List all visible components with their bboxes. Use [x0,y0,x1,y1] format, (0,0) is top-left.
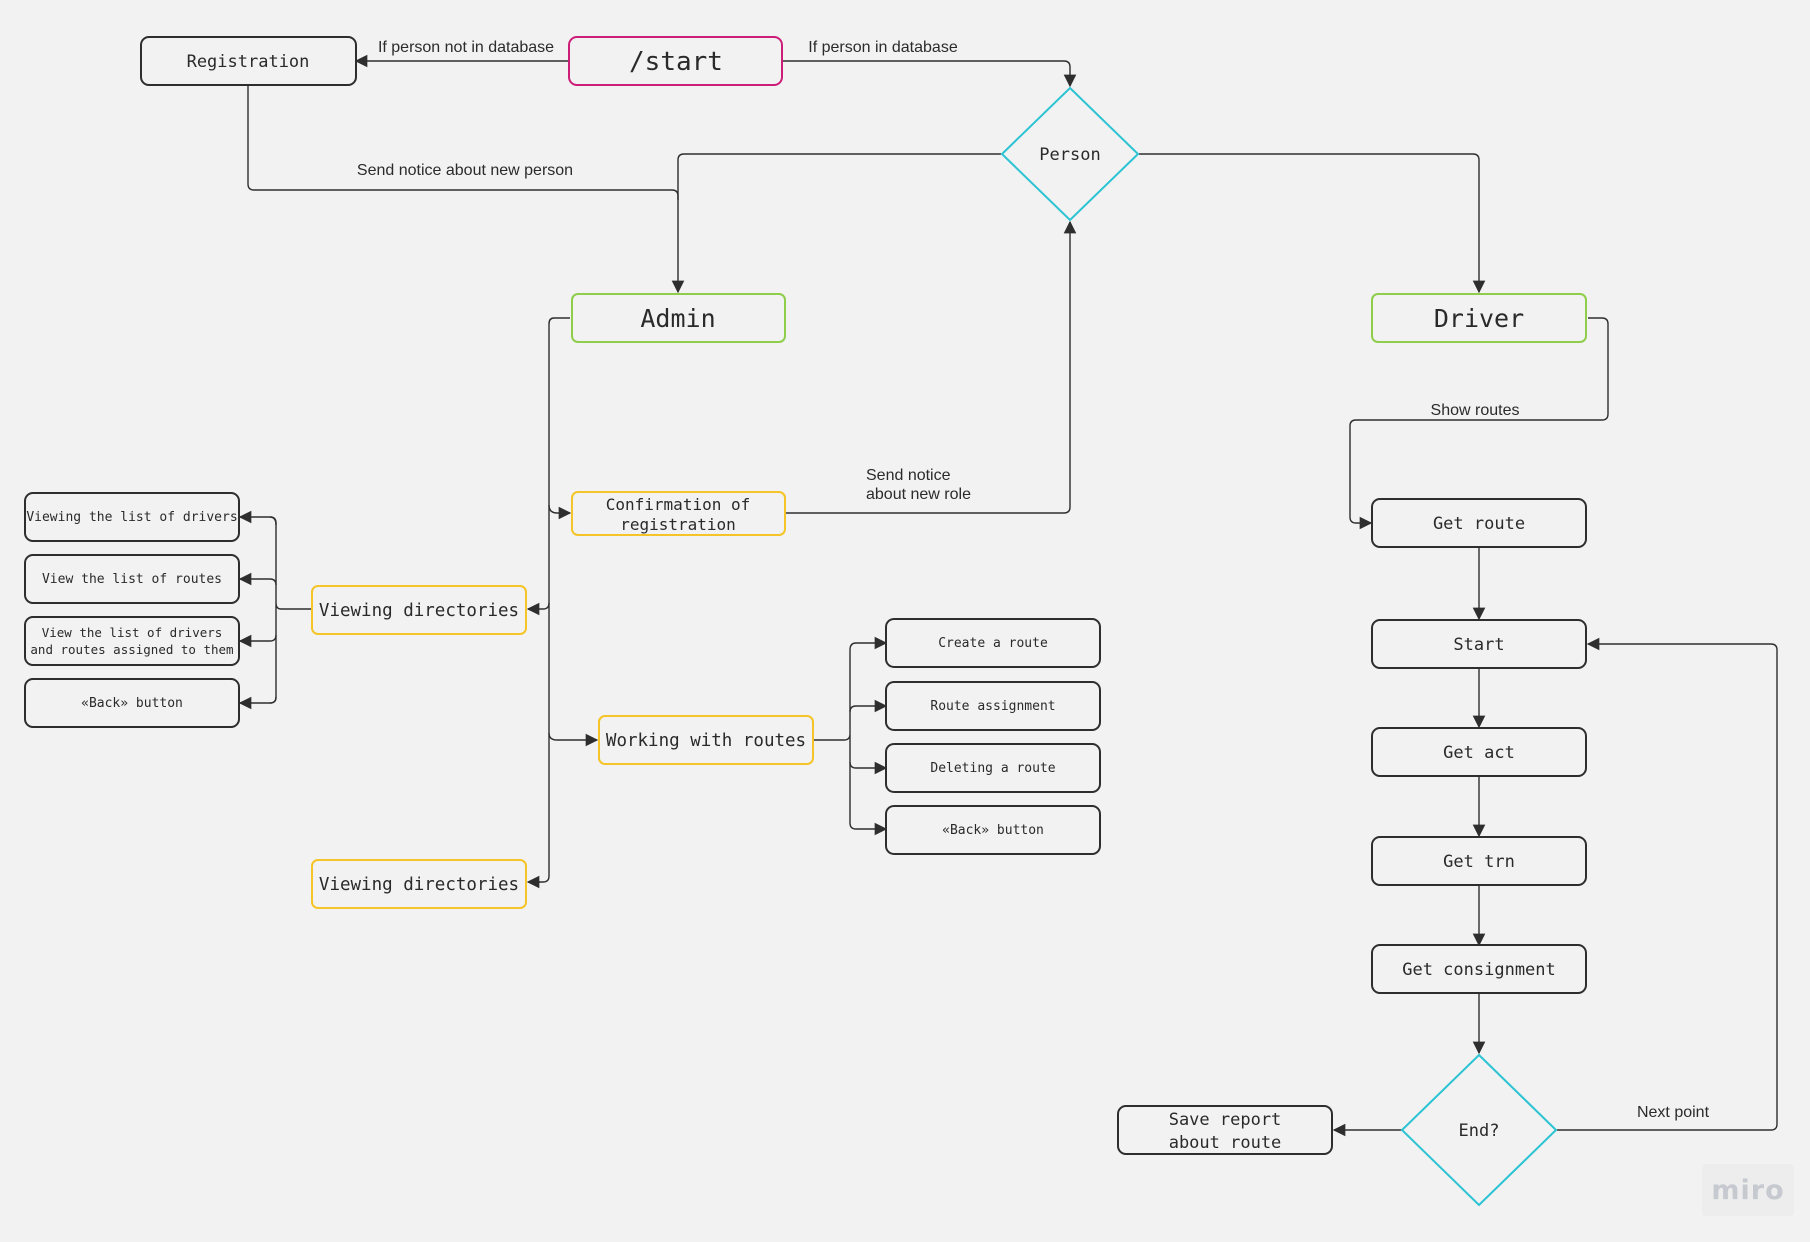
viewing-directories-2-node-label: Viewing directories [319,875,519,895]
edge-admin-to-working-routes [548,732,599,747]
driver-node[interactable]: Driver [1371,293,1587,343]
viewing-directories-2-node[interactable]: Viewing directories [311,859,527,909]
confirmation-node-label-line1: Confirmation of [606,495,751,514]
route-assignment-node[interactable]: Route assignment [885,681,1101,731]
view-drivers-routes-node-label-line2: and routes assigned to them [30,642,233,657]
driver-node-label: Driver [1434,304,1524,333]
label-in-database: If person in database [808,39,958,56]
get-consignment-node[interactable]: Get consignment [1371,944,1587,994]
edge-admin-to-viewing-directories [526,602,550,616]
working-with-routes-node-label: Working with routes [606,731,806,751]
label-next-point: Next point [1637,1104,1710,1121]
person-decision[interactable]: Person [1000,86,1140,222]
create-route-node-label: Create a route [938,636,1048,651]
save-report-node-label-line2: about route [1169,1133,1282,1153]
start-trip-node-label: Start [1453,635,1504,655]
start-node[interactable]: /start [568,36,783,86]
save-report-node[interactable]: Save report about route [1117,1105,1333,1155]
edge-to-view-routes [238,572,277,586]
label-notice-new-person: Send notice about new person [357,162,573,179]
edge-start-to-person [783,60,1077,88]
edge-person-to-driver [1139,153,1486,294]
admin-node-label: Admin [640,304,715,333]
view-drivers-node[interactable]: Viewing the list of drivers [24,492,240,542]
back-button-right-node-label: «Back» button [942,823,1044,838]
back-button-left-node-label: «Back» button [81,696,183,711]
registration-node[interactable]: Registration [140,36,357,86]
label-show-routes: Show routes [1431,402,1520,419]
view-drivers-routes-node[interactable]: View the list of drivers and routes assi… [24,616,240,666]
working-with-routes-node[interactable]: Working with routes [598,715,814,765]
edge-admin-to-confirmation [548,504,572,520]
edge-to-view-drivers-routes [238,634,277,648]
back-button-left-node[interactable]: «Back» button [24,678,240,728]
viewing-directories-node[interactable]: Viewing directories [311,585,527,635]
confirmation-node-label-line2: registration [620,515,736,534]
edge-end-to-start-next-point [1557,637,1778,1131]
person-decision-label: Person [1039,145,1100,165]
edge-to-route-assignment [849,699,888,713]
get-trn-node-label: Get trn [1443,852,1515,872]
label-notice-new-role-line2: about new role [866,486,971,503]
edge-viewing-trunk [269,516,311,704]
end-decision[interactable]: End? [1400,1053,1558,1207]
save-report-node-label-line1: Save report [1169,1110,1282,1130]
deleting-route-node-label: Deleting a route [930,761,1055,776]
get-trn-node[interactable]: Get trn [1371,836,1587,886]
viewing-directories-node-label: Viewing directories [319,601,519,621]
get-consignment-node-label: Get consignment [1402,960,1556,980]
edge-confirmation-to-person [786,220,1077,514]
create-route-node[interactable]: Create a route [885,618,1101,668]
get-route-node-label: Get route [1433,514,1525,534]
view-drivers-routes-node-label-line1: View the list of drivers [42,625,223,640]
get-route-node[interactable]: Get route [1371,498,1587,548]
edge-to-deleting-route [849,761,888,775]
edge-to-back-left [238,696,277,710]
edge-labels: If person not in database If person in d… [357,39,1710,1121]
view-drivers-node-label: Viewing the list of drivers [26,510,237,525]
edge-admin-trunk [530,317,570,883]
back-button-right-node[interactable]: «Back» button [885,805,1101,855]
get-act-node[interactable]: Get act [1371,727,1587,777]
start-node-label: /start [629,47,723,77]
registration-node-label: Registration [187,52,310,72]
edge-person-to-admin [677,153,1001,200]
get-act-node-label: Get act [1443,743,1515,763]
label-notice-new-role-line1: Send notice [866,467,951,484]
view-routes-node[interactable]: View the list of routes [24,554,240,604]
edge-working-trunk [814,642,857,830]
confirmation-node[interactable]: Confirmation of registration [571,491,786,536]
admin-node[interactable]: Admin [571,293,786,343]
route-assignment-node-label: Route assignment [930,699,1055,714]
edge-to-view-drivers [238,510,277,526]
edges [238,54,1778,1137]
edge-driver-to-get-route [1349,317,1609,530]
label-not-in-database: If person not in database [378,39,554,56]
miro-watermark: miro [1702,1164,1794,1216]
start-trip-node[interactable]: Start [1371,619,1587,669]
deleting-route-node[interactable]: Deleting a route [885,743,1101,793]
view-routes-node-label: View the list of routes [42,572,222,587]
edge-registration-to-admin [247,85,685,294]
end-decision-label: End? [1459,1121,1500,1141]
